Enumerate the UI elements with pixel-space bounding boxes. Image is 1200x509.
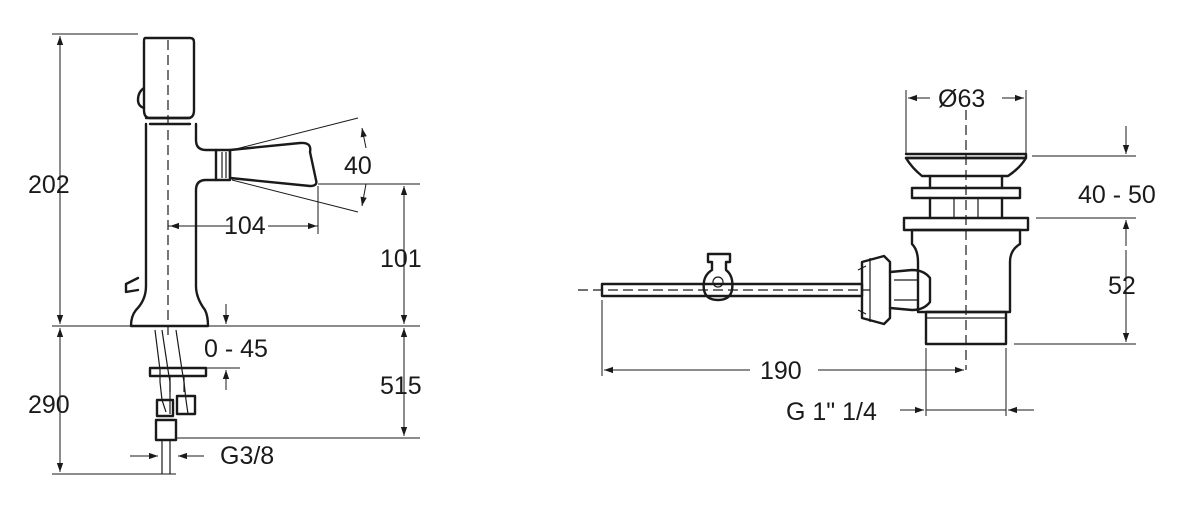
waste-flange bbox=[902, 216, 1030, 232]
plug-stem bbox=[928, 174, 1004, 190]
dim-label-plug-height: 40 - 50 bbox=[1078, 181, 1156, 209]
rod-nut-detail bbox=[857, 258, 871, 322]
supply-hose-mid bbox=[161, 329, 171, 414]
rod-clamp-screw bbox=[712, 276, 724, 288]
dim-label-body-height: 52 bbox=[1108, 272, 1136, 300]
faucet-spout bbox=[228, 141, 318, 188]
plug-cap-rim bbox=[904, 152, 1028, 160]
dim-label-rod-length: 190 bbox=[760, 357, 802, 385]
dim-label-diameter: Ø63 bbox=[938, 85, 985, 113]
spout-connector bbox=[214, 148, 232, 182]
connector-nut-right bbox=[175, 394, 197, 416]
connector-nut-left bbox=[155, 398, 175, 418]
dim-label-spout-reach: 104 bbox=[224, 212, 266, 240]
waste-drawing: Ø63 40 - 50 52 190 G 1" 1/4 bbox=[578, 85, 1156, 426]
dim-label-deck-thickness: 0 - 45 bbox=[204, 335, 268, 363]
dim-label-hose-length: 515 bbox=[380, 372, 422, 400]
mounting-rods bbox=[169, 376, 185, 392]
faucet-side-lever bbox=[124, 276, 140, 294]
lower-fitting bbox=[154, 418, 178, 442]
dim-label-thread: G 1" 1/4 bbox=[786, 398, 877, 426]
waste-body bbox=[910, 228, 1022, 314]
lower-tube bbox=[161, 440, 171, 474]
mounting-plate bbox=[148, 366, 208, 378]
supply-hose-left bbox=[154, 329, 167, 413]
dim-label-spout-angle: 40 bbox=[344, 152, 372, 180]
plug-inner-stem bbox=[953, 198, 979, 218]
dim-label-connection: G3/8 bbox=[220, 442, 274, 470]
rod-fitting-inner bbox=[894, 279, 918, 301]
rod-clamp bbox=[702, 252, 734, 302]
rod-fitting bbox=[888, 268, 932, 312]
dim-label-lower-height: 290 bbox=[28, 391, 70, 419]
plug-body-upper bbox=[928, 196, 1004, 220]
spout-connector-lines bbox=[221, 152, 227, 178]
rod-nut bbox=[860, 254, 892, 326]
faucet-handle-knob bbox=[136, 86, 146, 110]
dim-label-body-height: 202 bbox=[28, 171, 70, 199]
plug-flange bbox=[910, 186, 1022, 200]
plug-cap bbox=[904, 156, 1028, 178]
faucet-handle bbox=[142, 36, 196, 120]
faucet-body bbox=[129, 122, 218, 328]
waste-outlet bbox=[924, 310, 1008, 346]
dim-label-spout-height: 101 bbox=[380, 245, 422, 273]
faucet-drawing: 202 290 104 40 101 0 - 45 515 bbox=[28, 33, 422, 475]
